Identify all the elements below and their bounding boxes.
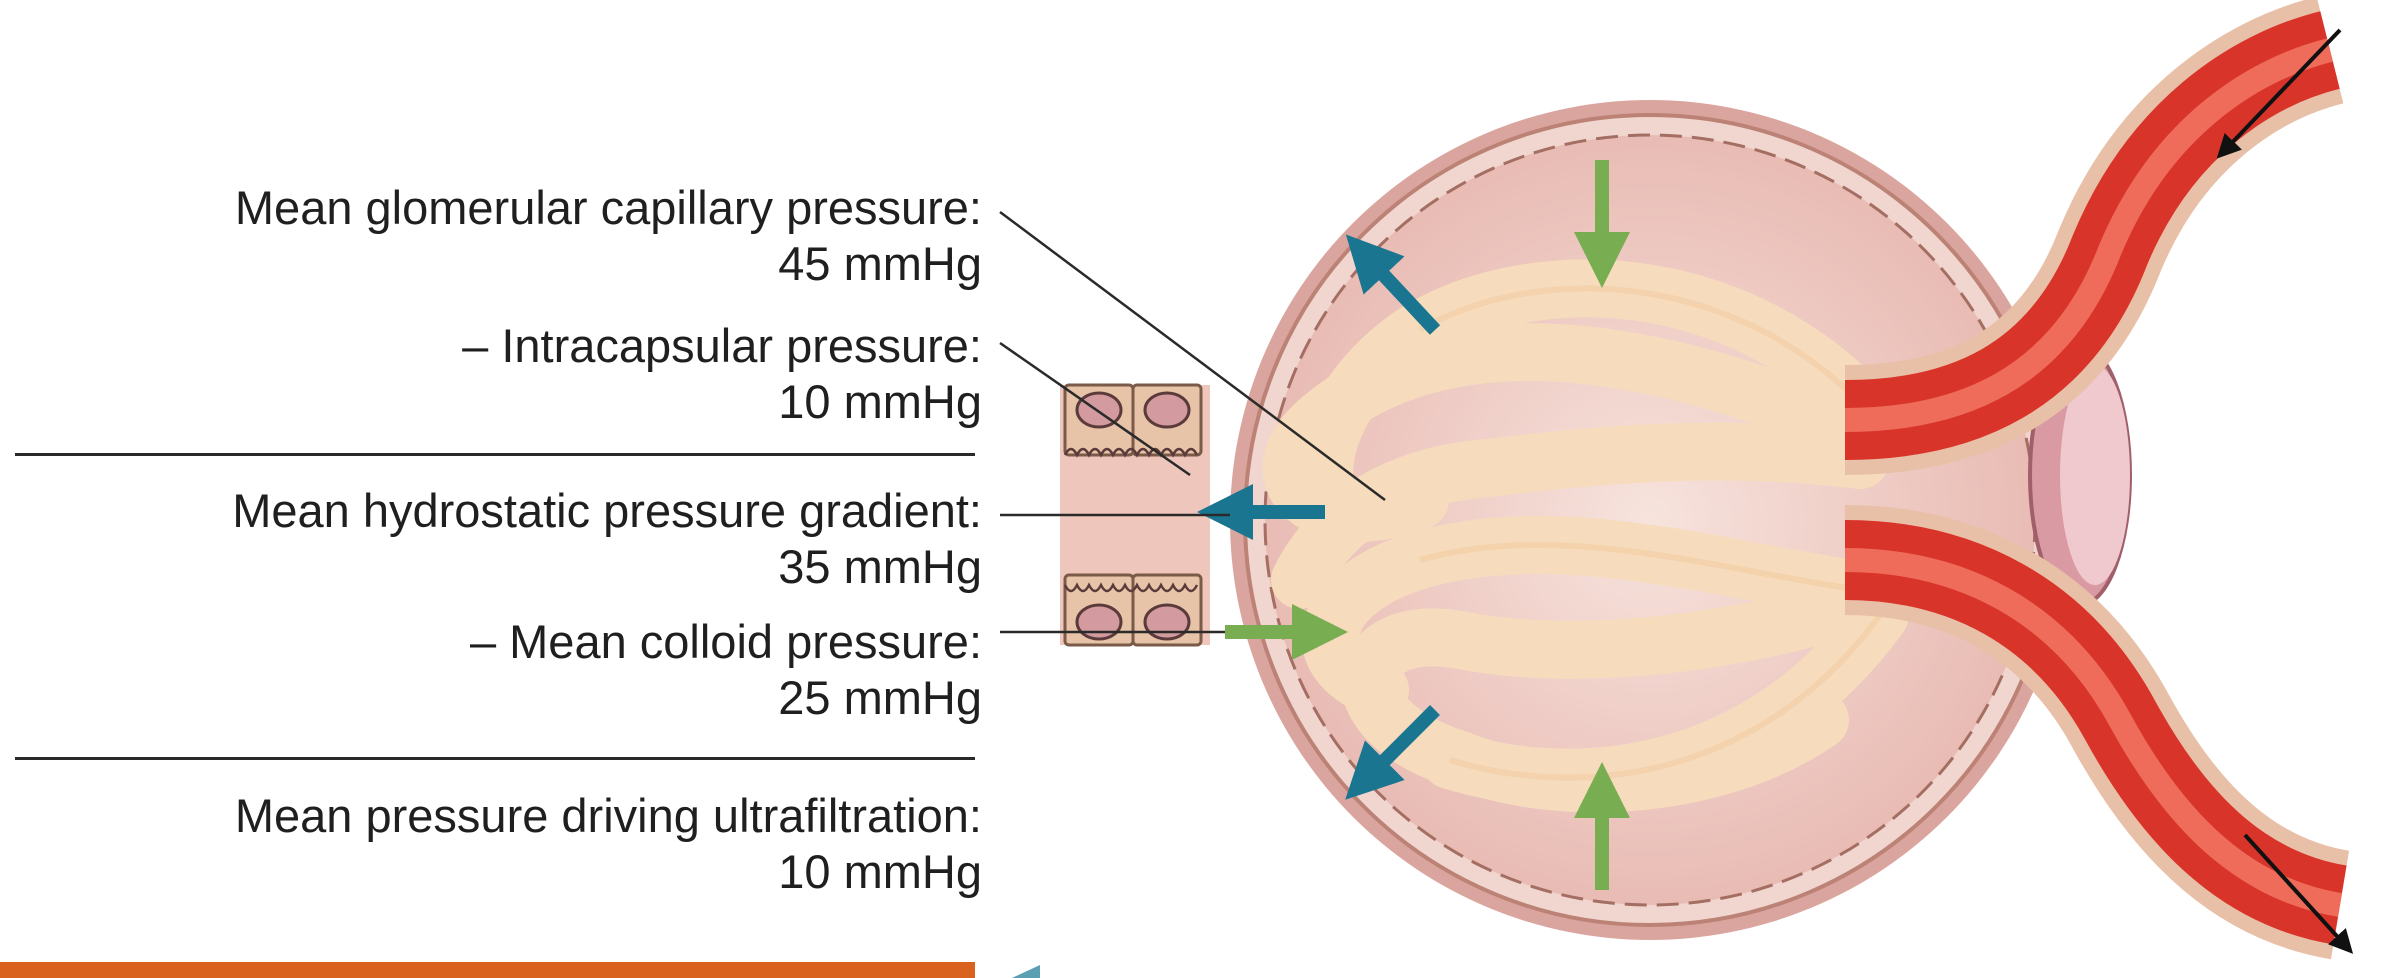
label-text: Mean hydrostatic pressure gradient: (232, 484, 982, 537)
label-text: Mean pressure driving ultrafiltration: (235, 789, 982, 842)
label-colloid-pressure: – Mean colloid pressure: 25 mmHg (470, 614, 982, 726)
footer-accent-bar (0, 962, 975, 978)
label-value: 10 mmHg (235, 844, 982, 900)
label-text: – Intracapsular pressure: (462, 319, 982, 372)
label-hydrostatic-pressure-gradient: Mean hydrostatic pressure gradient: 35 m… (232, 483, 982, 595)
label-text: – Mean colloid pressure: (470, 615, 982, 668)
corner-triangle-mark (1012, 965, 1040, 978)
label-value: 35 mmHg (232, 539, 982, 595)
label-ultrafiltration-pressure: Mean pressure driving ultrafiltration: 1… (235, 788, 982, 900)
label-value: 10 mmHg (462, 374, 982, 430)
label-value: 25 mmHg (470, 670, 982, 726)
label-intracapsular-pressure: – Intracapsular pressure: 10 mmHg (462, 318, 982, 430)
divider-2 (15, 757, 975, 760)
divider-1 (15, 453, 975, 456)
pressure-labels: Mean glomerular capillary pressure: 45 m… (0, 0, 990, 978)
label-text: Mean glomerular capillary pressure: (235, 181, 982, 234)
label-glomerular-capillary-pressure: Mean glomerular capillary pressure: 45 m… (235, 180, 982, 292)
label-value: 45 mmHg (235, 236, 982, 292)
